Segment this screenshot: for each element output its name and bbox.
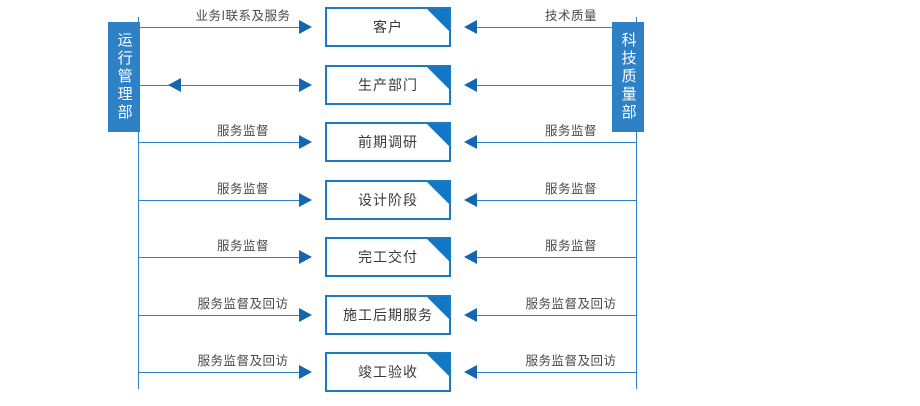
process-box-label: 竣工验收 xyxy=(358,365,418,381)
right-connector-line xyxy=(477,315,636,316)
right-arrowhead-left xyxy=(464,135,477,149)
process-box-label: 生产部门 xyxy=(358,78,418,94)
right-arrowhead-left xyxy=(464,308,477,322)
left-connector-line xyxy=(138,27,299,28)
left-edge-caption: 服务监督及回访 xyxy=(197,296,289,311)
right-arrowhead-left xyxy=(464,78,477,92)
process-box-label: 设计阶段 xyxy=(358,193,418,209)
right-arrowhead-left xyxy=(464,250,477,264)
left-arrowhead-right xyxy=(299,135,312,149)
corner-fold-icon xyxy=(427,239,449,261)
left-edge-caption: 服务监督 xyxy=(216,238,269,253)
corner-fold-icon xyxy=(427,124,449,146)
process-box[interactable]: 设计阶段 xyxy=(325,180,451,220)
right-connector-line xyxy=(477,142,636,143)
corner-fold-icon xyxy=(427,182,449,204)
department-right-technology-quality[interactable]: 科技质量部 xyxy=(612,22,644,132)
process-box[interactable]: 竣工验收 xyxy=(325,352,451,392)
left-connector-line xyxy=(138,85,299,86)
right-connector-line xyxy=(477,85,636,86)
process-box-label: 完工交付 xyxy=(358,250,418,266)
left-arrowhead-right xyxy=(299,308,312,322)
left-connector-line xyxy=(138,257,299,258)
process-box-label: 前期调研 xyxy=(358,135,418,151)
left-connector-line xyxy=(138,142,299,143)
right-arrowhead-left xyxy=(464,365,477,379)
right-trunk-line xyxy=(636,17,637,389)
right-edge-caption: 服务监督及回访 xyxy=(525,353,617,368)
process-box[interactable]: 完工交付 xyxy=(325,237,451,277)
process-box[interactable]: 客户 xyxy=(325,7,451,47)
left-connector-line xyxy=(138,315,299,316)
left-arrowhead-right xyxy=(299,78,312,92)
left-connector-line xyxy=(138,372,299,373)
process-box[interactable]: 施工后期服务 xyxy=(325,295,451,335)
right-edge-caption: 技术质量 xyxy=(544,8,597,23)
right-edge-caption: 服务监督 xyxy=(544,123,597,138)
department-left-operations-management[interactable]: 运行管理部 xyxy=(108,22,140,132)
process-box[interactable]: 生产部门 xyxy=(325,65,451,105)
right-connector-line xyxy=(477,372,636,373)
left-pillar-label: 运行管理部 xyxy=(115,32,134,122)
right-edge-caption: 服务监督及回访 xyxy=(525,296,617,311)
left-edge-caption: 服务监督 xyxy=(216,181,269,196)
left-edge-caption: 服务监督 xyxy=(216,123,269,138)
right-connector-line xyxy=(477,257,636,258)
right-pillar-label: 科技质量部 xyxy=(619,32,638,122)
left-edge-caption: 服务监督及回访 xyxy=(197,353,289,368)
left-arrowhead-right xyxy=(299,193,312,207)
corner-fold-icon xyxy=(427,297,449,319)
left-arrowhead-return xyxy=(168,78,181,92)
right-connector-line xyxy=(477,27,636,28)
right-arrowhead-left xyxy=(464,20,477,34)
right-edge-caption: 服务监督 xyxy=(544,238,597,253)
left-arrowhead-right xyxy=(299,365,312,379)
corner-fold-icon xyxy=(427,354,449,376)
left-connector-line xyxy=(138,200,299,201)
process-box-label: 施工后期服务 xyxy=(343,308,433,324)
left-trunk-line xyxy=(138,17,139,389)
left-arrowhead-right xyxy=(299,250,312,264)
left-edge-caption: 业务l联系及服务 xyxy=(195,8,291,23)
corner-fold-icon xyxy=(427,9,449,31)
process-box-label: 客户 xyxy=(373,20,403,36)
right-arrowhead-left xyxy=(464,193,477,207)
corner-fold-icon xyxy=(427,67,449,89)
right-edge-caption: 服务监督 xyxy=(544,181,597,196)
right-connector-line xyxy=(477,200,636,201)
process-box[interactable]: 前期调研 xyxy=(325,122,451,162)
left-arrowhead-right xyxy=(299,20,312,34)
